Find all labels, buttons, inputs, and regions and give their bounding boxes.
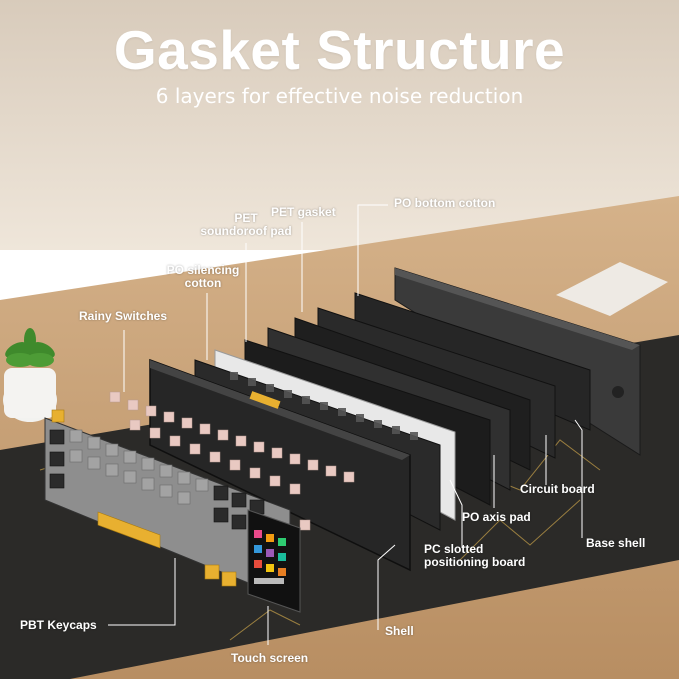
label-po-silencing-line2: cotton [184,276,222,290]
potted-plant [3,328,57,422]
label-pet-gasket: PET gasket [271,205,336,219]
label-circuit-board: Circuit board [520,482,595,496]
label-pc-slotted-line2: positioning board [424,555,526,569]
label-pet-soundproof-pad: PET soundoroof pad [196,212,296,238]
leader-lines [108,204,583,645]
page-subtitle: 6 layers for effective noise reduction [155,84,524,108]
label-pbt-keycaps: PBT Keycaps [20,618,97,632]
page-title: Gasket Structure [113,19,566,81]
label-pc-slotted-positioning-board: PC slotted positioning board [424,543,525,569]
touch-screen [247,509,301,613]
label-po-silencing-line1: PO silencing [166,263,240,277]
label-touch-screen: Touch screen [231,651,309,665]
label-po-silencing-cotton: PO silencing cotton [158,264,248,290]
label-base-shell: Base shell [586,536,646,550]
product-card [556,262,668,316]
label-pc-slotted-line1: PC slotted [424,542,484,556]
label-po-axis-pad: PO axis pad [462,510,531,524]
label-rainy-switches: Rainy Switches [79,309,168,323]
label-pet-soundproof-line1: PET [234,211,258,225]
label-shell: Shell [385,624,414,638]
label-pet-soundproof-line2: soundoroof pad [200,224,292,238]
label-po-bottom-cotton: PO bottom cotton [394,196,496,210]
wall-background [0,0,679,250]
pbt-keycaps [49,409,265,587]
rainy-switches [109,391,355,531]
plate-slots [230,372,418,440]
